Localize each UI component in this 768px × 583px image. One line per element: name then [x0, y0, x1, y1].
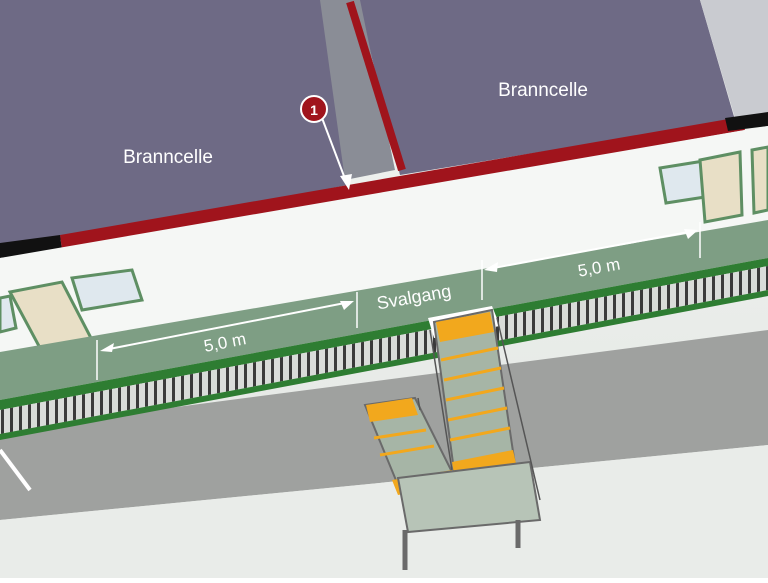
- fire-wall-divider: [346, 0, 406, 172]
- stair-tread-lower-top: [366, 398, 418, 422]
- eave-left: [0, 235, 62, 258]
- facade: [0, 126, 768, 360]
- window-edge: [0, 294, 18, 334]
- roof-edge: [700, 0, 768, 118]
- marker-arrow: [321, 117, 348, 185]
- marker-arrow-head: [340, 174, 352, 190]
- label-cell-right: Branncelle: [498, 80, 588, 101]
- stair-lower-treads: [373, 428, 435, 457]
- ground-plane: [0, 445, 768, 578]
- roof-gap: [320, 0, 395, 180]
- label-cell-left: Branncelle: [123, 147, 213, 168]
- walkway-deck: [0, 220, 768, 400]
- marker-1: [300, 95, 328, 123]
- window-left: [70, 268, 144, 312]
- stair-landing: [396, 460, 542, 534]
- roof-right: [358, 0, 735, 175]
- stair-upper-treads: [440, 346, 511, 442]
- stair-handrails: [417, 317, 541, 501]
- dimension-left: [96, 292, 358, 380]
- railing-bottom: [0, 290, 768, 440]
- dimension-right: [481, 222, 701, 300]
- stair-posts: [402, 520, 521, 570]
- roof-left: [0, 0, 350, 250]
- walkway-railing: [0, 266, 768, 434]
- stair-tread-top: [436, 312, 494, 342]
- marker-number: 1: [310, 102, 318, 118]
- walkway-edge: [0, 258, 768, 410]
- ground-marking: [0, 448, 32, 492]
- door-right: [698, 150, 744, 224]
- eave-right: [725, 112, 768, 131]
- fire-wall-eave: [60, 117, 745, 250]
- door-far-right: [750, 145, 768, 215]
